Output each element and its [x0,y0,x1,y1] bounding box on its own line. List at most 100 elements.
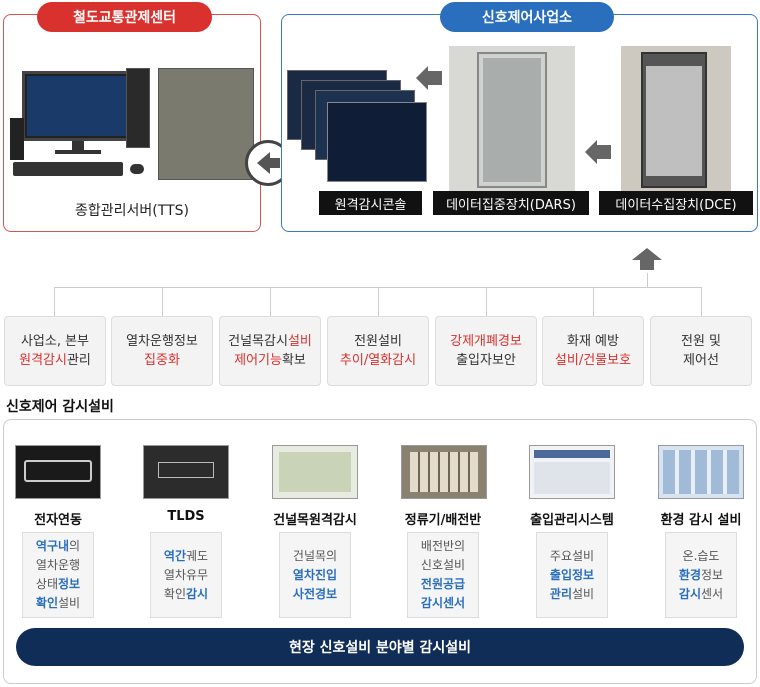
dars-rack-image [449,46,575,192]
desc-highlight: 감시센서 [420,596,466,610]
equipment-title: TLDS [167,509,205,524]
access-control-screen-image [529,445,615,499]
function-highlight: 집중화 [144,353,180,368]
function-box-power-control: 전원 및 제어선 [650,316,752,386]
equipment-desc: 건널목의 열차진입 사전경보 [279,532,351,618]
control-center-label: 철도교통관제센터 [37,2,212,32]
desc-line: 주요설비 [549,548,595,563]
section-title: 신호제어 감시설비 [6,399,114,415]
desc-highlight: 감시 [678,586,701,601]
tts-computer-image [10,68,155,180]
function-highlight: 설비 [287,334,312,349]
equipment-desc: 배전반의 신호설비 전원공급 감시센서 [407,532,479,618]
function-line: 전원 및 [680,334,721,349]
desc-text: 설비 [58,596,81,610]
desc-line: 확인설비 [23,594,93,613]
desc-text: 의 [69,539,81,553]
function-box-power: 전원설비 추이/열화감시 [327,316,429,386]
desc-line: 관리설비 [537,585,607,604]
dce-caption: 데이터수집장치(DCE) [599,191,753,215]
equipment-desc: 주요설비 출입정보 관리설비 [536,532,608,618]
function-box-fire: 화재 예방 설비/건물보호 [542,316,644,386]
desc-line: 열차운행 [35,558,81,572]
tree-branch-line [54,287,55,316]
equipment-title: 정류기/배전반 [404,513,482,528]
tlds-screen-image [143,445,229,499]
crossing-screen-image [272,445,358,499]
desc-line: 역구내의 [23,537,93,556]
desc-highlight: 사전경보 [292,586,338,601]
environment-screen-image [658,445,744,499]
tree-trunk-line [647,273,648,287]
desc-line: 열차유무 [163,567,209,582]
desc-highlight: 정보 [58,577,81,591]
desc-text: 궤도 [186,548,209,563]
desc-line: 건널목의 [292,548,338,563]
function-highlight: 강제개폐경보 [450,334,522,349]
function-line: 원격감시관리 [19,351,91,370]
remote-console-caption: 원격감시콘솔 [319,191,422,215]
function-highlight: 설비/건물보호 [554,353,632,368]
function-line: 사업소, 본부 [20,334,90,349]
tree-branch-line [162,287,163,316]
up-arrow-icon [632,248,662,272]
desc-highlight: 감시 [186,586,209,601]
equipment-desc: 역구내의 열차운행 상태정보 확인설비 [22,532,94,618]
desc-line: 환경정보 [666,566,736,585]
desc-highlight: 역구내 [35,539,70,553]
function-box-train-info: 열차운행정보 집중화 [111,316,213,386]
desc-line: 신호설비 [420,558,466,572]
equipment-title: 환경 감시 설비 [660,513,742,528]
function-box-remote-monitoring: 사업소, 본부 원격감시관리 [4,316,106,386]
dars-caption: 데이터집중장치(DARS) [433,191,589,215]
equipment-title: 건널목원격감시 [273,513,357,528]
equipment-desc: 역간궤도 열차유무 확인감시 [150,532,222,618]
signal-office-label: 신호제어사업소 [440,2,614,32]
desc-line: 역간궤도 [151,547,221,566]
function-text: 관리 [66,353,91,368]
tree-branch-line [486,287,487,316]
left-arrow-icon [416,66,444,90]
tree-branch-line [701,287,702,316]
function-highlight: 추이/열화감시 [339,353,417,368]
desc-line: 감시센서 [666,585,736,604]
equipment-title: 전자연동 [34,513,82,528]
function-line: 화재 예방 [567,334,619,349]
function-text: 건널목감시 [228,334,288,349]
desc-highlight: 환경 [678,567,701,582]
server-rack-image [158,68,254,180]
tree-branch-line [378,287,379,316]
desc-text: 정보 [701,567,724,582]
desc-line: 온.습도 [682,548,720,563]
tree-horizontal-line [54,287,701,288]
desc-highlight: 열차진입 [292,567,338,582]
function-text: 확보 [281,353,306,368]
function-highlight: 제어기능 [234,353,282,368]
function-line: 전원설비 [354,334,402,349]
left-arrow-icon [585,140,613,164]
interlocking-screen-image [15,445,101,499]
equipment-desc: 온.습도 환경정보 감시센서 [665,532,737,618]
function-box-access-security: 강제개폐경보 출입자보안 [435,316,537,386]
desc-line: 배전반의 [420,539,466,553]
desc-highlight: 관리 [549,586,572,601]
desc-text: 센서 [701,586,724,601]
tree-branch-line [270,287,271,316]
desc-highlight: 확인 [35,596,58,610]
function-line: 열차운행정보 [126,334,198,349]
field-monitoring-bar: 현장 신호설비 분야별 감시설비 [16,628,744,666]
function-box-crossing: 건널목감시설비 제어기능확보 [219,316,321,386]
function-line: 출입자보안 [456,353,516,368]
function-line: 제어선 [683,353,719,368]
tts-caption: 종합관리서버(TTS) [75,203,189,219]
dce-rack-image [621,46,731,192]
function-highlight: 원격감시 [19,353,67,368]
tree-branch-line [593,287,594,316]
desc-line: 확인감시 [151,585,221,604]
rectifier-photo-image [401,445,487,499]
desc-text: 설비 [572,586,595,601]
function-line: 제어기능확보 [234,351,306,370]
remote-console-image [287,70,427,182]
desc-text: 상태 [35,577,58,591]
desc-line: 상태정보 [23,575,93,594]
